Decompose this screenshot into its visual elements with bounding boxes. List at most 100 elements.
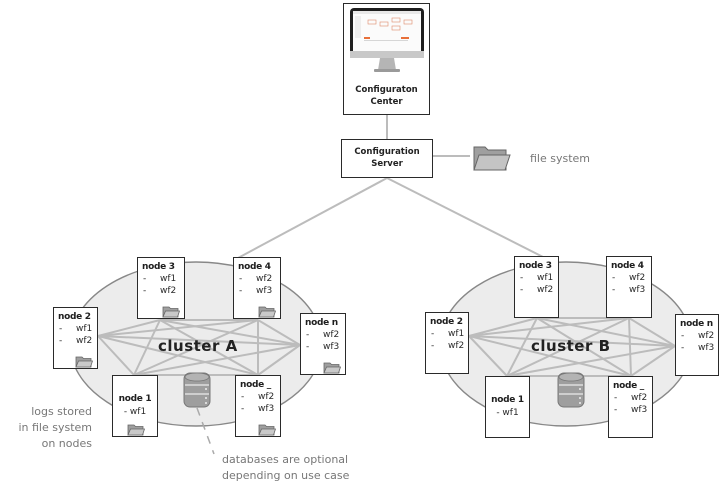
configuration-server-box[interactable]: Configuration Server [341,139,433,178]
node-box[interactable]: node n-wf2-wf3 [675,314,719,376]
config-server-line1: Configuration [354,147,420,157]
node-title: node _ [240,380,271,390]
mesh-link [628,317,676,347]
logs-note-line1: logs stored [31,405,92,418]
mesh-link [97,335,259,376]
workflow-label: wf2 [256,274,273,284]
node-box[interactable]: node 3-wf1-wf2 [514,256,559,318]
workflow-label: wf3 [323,342,340,352]
logs-note: logs stored in file system on nodes [8,404,92,452]
mesh-link [97,335,135,376]
cluster-a-label: cluster A [158,337,238,355]
config-center-line2: Center [370,97,403,107]
mesh-link [536,317,676,347]
workflow-label: wf3 [629,285,646,295]
database-icon [557,372,585,408]
workflow-label: wf1 [129,407,147,417]
databases-note: databases are optional depending on use … [222,452,349,484]
workflow-label: wf2 [258,392,275,402]
workflow-label: wf1 [537,273,554,283]
mesh-link [468,317,538,337]
link-server-cluster-b [386,177,546,259]
workflow-label: wf1 [76,324,93,334]
mesh-link [468,317,630,337]
logs-note-line2: in file system [18,421,92,434]
node-box[interactable]: node _-wf2-wf3 [235,375,281,437]
config-server-line2: Server [371,159,403,169]
configuration-server-label: Configuration Server [342,146,432,170]
node-box[interactable]: node 4-wf2-wf3 [606,256,652,318]
mesh-link [468,335,632,377]
mesh-link [468,335,508,377]
node-title: node 1 [118,394,152,404]
folder-icon [127,421,146,436]
node-box[interactable]: node n-wf2-wf3 [300,313,346,375]
node-title: node n [305,318,338,328]
mesh-link [506,317,630,377]
database-icon [183,372,211,408]
node-title: node 2 [58,312,91,322]
node-box[interactable]: node 2-wf1-wf2 [53,307,98,369]
node-box[interactable]: node 1 - wf1 [112,375,158,437]
node-title: node 4 [611,261,644,271]
workflow-label: wf2 [537,285,554,295]
file-system-label: file system [530,152,591,165]
config-center-line1: Configuraton [355,85,418,95]
node-title: node 1 [491,395,524,405]
mesh-link [630,345,676,377]
workflow-label: wf1 [160,274,177,284]
node-title: node 3 [142,262,175,272]
mesh-link [133,344,301,376]
node-title: node 2 [430,317,463,327]
workflow-item: - wf1 [496,408,519,418]
workflow-label: wf1 [448,329,465,339]
workflow-label: wf2 [698,331,715,341]
workflow-label: wf2 [448,341,465,351]
folder-icon [75,353,94,368]
workflow-label: wf2 [629,273,646,283]
workflow-label: wf2 [76,336,93,346]
node-box[interactable]: node 4-wf2-wf3 [233,257,281,319]
databases-note-line2: depending on use case [222,469,350,482]
mesh-link [97,335,301,346]
databases-note-line1: databases are optional [222,453,349,466]
mesh-link [628,317,632,377]
mesh-link [97,319,161,337]
mesh-link [257,319,301,346]
folder-icon [162,303,181,318]
cluster-b-label: cluster B [531,337,611,355]
workflow-label: wf3 [258,404,275,414]
configuration-center-label: Configuraton Center [344,84,429,108]
mesh-link [468,335,676,347]
mesh-link [506,317,538,377]
monitor-icon [350,8,424,72]
workflow-label: wf3 [256,286,273,296]
workflow-label: wf2 [160,286,177,296]
mesh-link [506,345,676,377]
mesh-link [97,319,259,337]
workflow-item: - wf1 [123,407,147,417]
mesh-link [133,319,259,376]
node-title: node n [680,319,713,329]
link-server-cluster-a [237,177,388,259]
mesh-link [257,344,301,376]
node-box[interactable]: node 3-wf1-wf2 [137,257,185,319]
workflow-label: wf2 [631,393,648,403]
folder-icon [258,421,277,436]
mesh-link [536,317,632,377]
configuration-center-box[interactable]: Configuraton Center [343,3,430,115]
workflow-label: wf3 [698,343,715,353]
folder-icon [473,146,511,171]
node-title: node 3 [519,261,552,271]
node-box[interactable]: node 2-wf1-wf2 [425,312,469,374]
folder-icon [323,359,342,374]
workflow-label: wf2 [323,330,340,340]
node-box[interactable]: node _-wf2-wf3 [608,376,653,438]
node-box[interactable]: node 1 - wf1 [485,376,530,438]
folder-icon [258,303,277,318]
node-title: node 4 [238,262,271,272]
workflow-label: wf3 [631,405,648,415]
workflow-label: wf1 [502,408,519,418]
logs-note-line3: on nodes [41,437,92,450]
